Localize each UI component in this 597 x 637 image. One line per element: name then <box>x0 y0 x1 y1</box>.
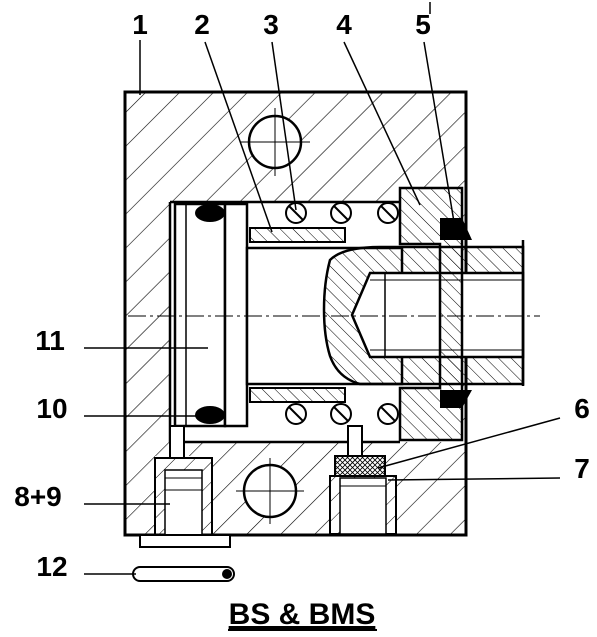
piston <box>173 202 249 428</box>
diagram-caption: BS & BMS <box>229 598 376 631</box>
callout-7: 7 <box>574 453 590 484</box>
rod-seal-bottom <box>440 390 472 408</box>
guide-cap <box>398 186 464 442</box>
rod-bushing-top <box>249 227 346 243</box>
callout-10: 10 <box>36 393 67 424</box>
plug-assembly <box>139 457 231 548</box>
rod-seal-top <box>440 218 472 240</box>
spring-coils <box>285 202 399 425</box>
callout-11: 11 <box>35 325 65 356</box>
callout-2: 2 <box>194 9 210 40</box>
piston-seal-bottom <box>195 406 225 424</box>
callout-5: 5 <box>415 9 431 40</box>
breather-port-right <box>347 425 363 457</box>
callout-6: 6 <box>574 393 590 424</box>
callout-8-9: 8+9 <box>14 481 62 512</box>
filter-element <box>334 455 386 477</box>
rod-bushing-bottom <box>249 387 346 403</box>
threaded-port-right <box>329 475 397 535</box>
pin-part-12 <box>132 566 235 582</box>
piston-seal-top <box>195 204 225 222</box>
callout-1: 1 <box>132 9 148 40</box>
breather-port-left <box>169 425 185 459</box>
callout-12: 12 <box>36 551 67 582</box>
mounting-hole-bottom <box>236 458 304 524</box>
leader-lines <box>84 2 561 575</box>
piston-rod <box>245 240 525 386</box>
callout-3: 3 <box>263 9 279 40</box>
callout-4: 4 <box>336 9 352 40</box>
